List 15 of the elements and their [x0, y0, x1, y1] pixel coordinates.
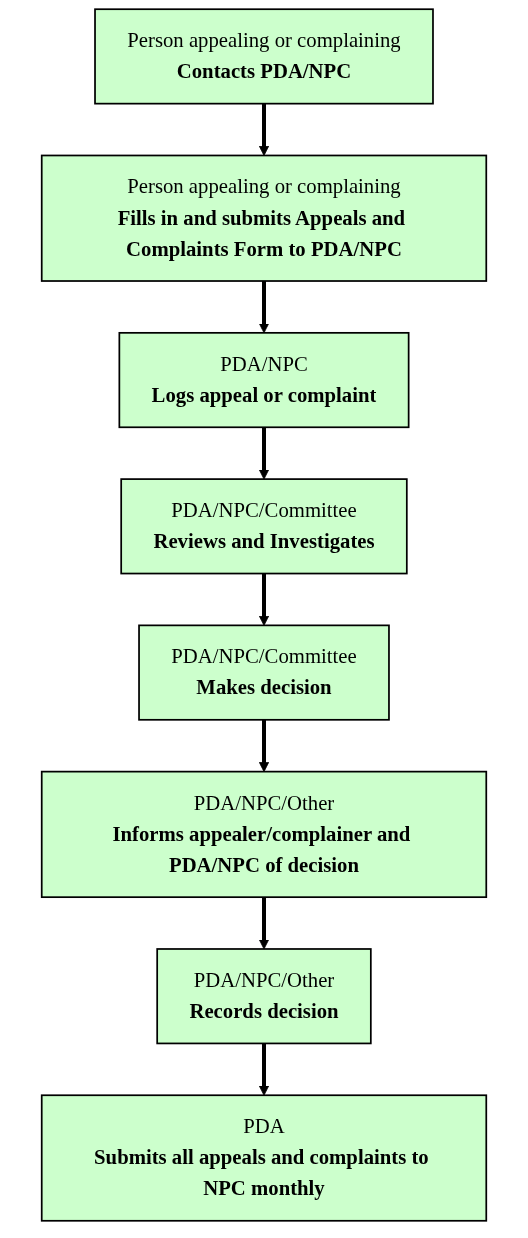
arrow	[258, 719, 270, 773]
arrow	[258, 281, 270, 334]
node-box: PDA/NPC/Committee Reviews and Investigates	[120, 478, 408, 575]
arrow	[258, 103, 270, 156]
node-box: PDA/NPC Logs appeal or complaint	[118, 331, 410, 429]
node-box: PDA Submits all appeals and complaints to NPC monthly	[40, 1094, 488, 1222]
node-box: Person appealing or complaining Fills in and submits Appeals and Complaints Form to PDA/NPC	[40, 154, 488, 282]
arrow	[258, 427, 270, 480]
arrow	[258, 897, 270, 950]
node-box: PDA/NPC/Committee Makes decision	[138, 624, 390, 721]
node-box: Person appealing or complaining Contacts PDA/NPC	[94, 8, 434, 105]
arrow	[258, 1043, 270, 1096]
arrow	[258, 573, 270, 626]
node-box: PDA/NPC/Other Informs appealer/complainer and PDA/NPC of decision	[40, 770, 488, 899]
node-box: PDA/NPC/Other Records decision	[156, 948, 372, 1045]
